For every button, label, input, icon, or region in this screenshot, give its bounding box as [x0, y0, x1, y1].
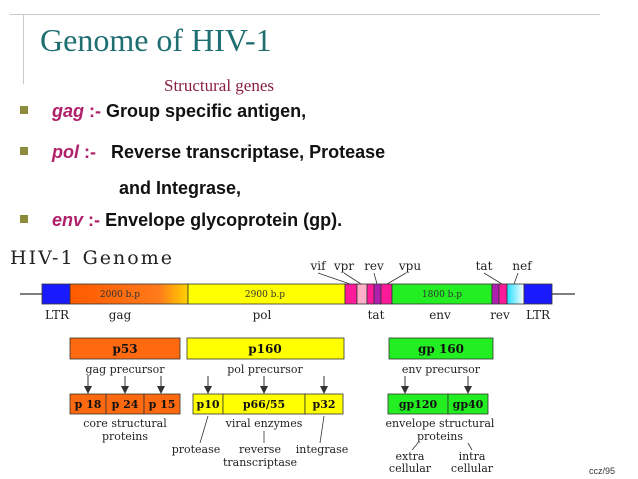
p66-55-label: p66/55 [243, 398, 285, 411]
p15-box [143, 393, 181, 415]
vpr-pointer [343, 272, 362, 285]
p10-label: p10 [197, 398, 220, 411]
ltr-left-segment [41, 283, 71, 305]
p160-precursor-box [186, 337, 345, 360]
footer-page-ref: ccz/95 [589, 466, 616, 476]
gp160-precursor-box [388, 337, 494, 360]
p53-precursor-box [69, 337, 181, 360]
gag-size-label: 2000 b.p [100, 290, 140, 300]
p53-label: p53 [112, 342, 137, 356]
p32-box [304, 393, 344, 415]
envelope-structural-caption: envelope structural [386, 417, 495, 430]
pol-size-label: 2900 b.p [245, 290, 285, 300]
pol-label: pol [253, 308, 272, 322]
rev-bottom-label: rev [490, 308, 510, 322]
ltr-left-label: LTR [45, 308, 70, 322]
vpr-segment [356, 283, 368, 305]
gene-term: env [52, 210, 84, 230]
vif-label: vif [309, 259, 327, 273]
bullet-env: env :- Envelope glycoprotein (gp). [52, 210, 342, 231]
tat-pointer [483, 272, 503, 285]
reverse-label: reverse [239, 443, 281, 456]
gene-description: Envelope glycoprotein (gp). [105, 210, 343, 230]
term-separator: :- [89, 101, 102, 121]
p24-label: p 24 [112, 398, 139, 411]
bullet-pol-continuation: and Integrase, [119, 178, 242, 198]
rev-pointer [373, 272, 378, 285]
tat-exon2-segment [498, 283, 508, 305]
gene-description: Group specific antigen, [106, 101, 307, 121]
pol-precursor-caption: pol precursor [227, 363, 303, 376]
vpu-pointer [386, 272, 407, 285]
env-size-label: 1800 b.p [422, 290, 462, 300]
rev-exon-segment [373, 283, 382, 305]
gene-term: gag [52, 101, 85, 121]
nef-segment [506, 283, 525, 305]
extra-cellular-label: cellular [389, 462, 432, 475]
nef-label: nef [512, 259, 533, 273]
intra-connector [467, 442, 473, 451]
frame-left-line [23, 14, 24, 84]
gp160-label: gp 160 [418, 342, 464, 356]
integrase-label: integrase [296, 443, 349, 456]
env-precursor-caption: env precursor [402, 363, 481, 376]
gp120-label: gp120 [399, 398, 438, 411]
term-separator: :- [84, 142, 97, 162]
intra-label: intra [459, 450, 486, 463]
nef-pointer [513, 272, 519, 285]
env-label: env [429, 308, 451, 322]
core-proteins-caption: proteins [102, 430, 148, 443]
bullet-square-icon [20, 147, 28, 155]
genome-diagram-title: HIV-1 Genome [10, 247, 174, 269]
bullet-square-icon [20, 106, 28, 114]
slide-title: Genome of HIV-1 [40, 22, 272, 58]
tat-top-label: tat [476, 259, 493, 273]
gp40-box [447, 393, 489, 415]
vpr-label: vpr [333, 259, 354, 273]
term-separator: :- [88, 210, 101, 230]
bullet-square-icon [20, 215, 28, 223]
p18-label: p 18 [75, 398, 102, 411]
p32-label: p32 [313, 398, 336, 411]
p160-label: p160 [248, 342, 281, 356]
vif-segment [344, 283, 358, 305]
envelope-proteins-caption: proteins [417, 430, 463, 443]
rev-top-label: rev [364, 259, 384, 273]
extra-label: extra [396, 450, 425, 463]
integrase-connector [319, 415, 325, 444]
extra-connector [411, 442, 419, 451]
protease-label: protease [172, 443, 221, 456]
gp40-label: gp40 [453, 398, 484, 411]
structural-genes-heading: Structural genes [164, 76, 274, 95]
ltr-right-segment [523, 283, 553, 305]
protease-connector [199, 415, 209, 444]
viral-enzymes-caption: viral enzymes [225, 417, 303, 430]
vpu-segment [380, 283, 393, 305]
p15-label: p 15 [149, 398, 176, 411]
transcriptase-label: transcriptase [223, 456, 297, 469]
vpu-label: vpu [398, 259, 421, 273]
bullet-gag: gag :- Group specific antigen, [52, 101, 306, 122]
tat-bottom-label: tat [368, 308, 385, 322]
gag-precursor-caption: gag precursor [86, 363, 166, 376]
bullet-pol: pol :- Reverse transcriptase, Protease [52, 142, 385, 163]
core-structural-caption: core structural [83, 417, 167, 430]
gag-label: gag [109, 308, 132, 322]
ltr-right-label: LTR [526, 308, 551, 322]
gene-description: Reverse transcriptase, Protease [111, 142, 386, 162]
gene-term: pol [52, 142, 79, 162]
intra-cellular-label: cellular [451, 462, 494, 475]
rev-exon2-segment [491, 283, 500, 305]
tat-exon-segment [366, 283, 375, 305]
frame-top-line [10, 14, 600, 15]
vif-pointer [317, 272, 351, 285]
